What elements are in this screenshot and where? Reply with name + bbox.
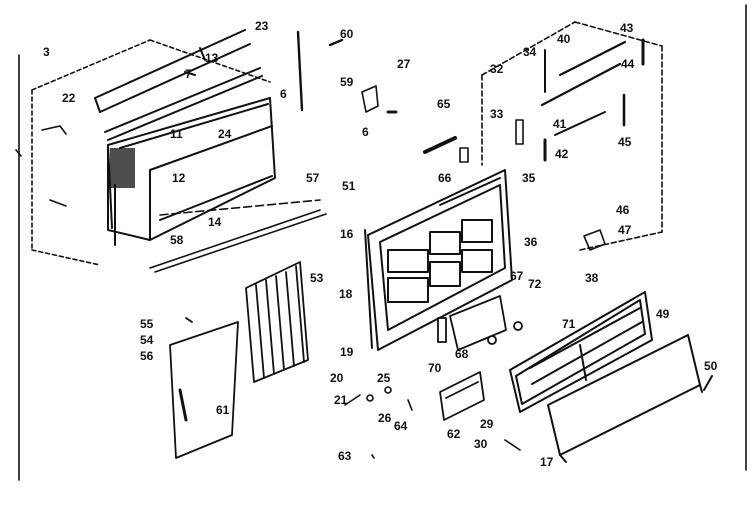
callout-label: 62 <box>447 427 461 441</box>
cabinet-wrapper <box>31 39 271 266</box>
long-rods <box>149 199 327 273</box>
callout-label: 42 <box>555 147 569 161</box>
callout-label: 68 <box>455 347 469 361</box>
louver-panel-71 <box>509 291 653 413</box>
callout-label: 23 <box>255 19 269 33</box>
callout-label: 71 <box>562 317 576 331</box>
callout-label: 53 <box>310 271 324 285</box>
callout-label: 32 <box>490 62 504 76</box>
callout-label: 38 <box>585 271 599 285</box>
callout-label: 24 <box>218 127 232 141</box>
callout-label: 29 <box>480 417 494 431</box>
callout-label: 54 <box>140 333 154 347</box>
control-bracket <box>437 295 523 351</box>
side-panel-outline <box>481 21 663 251</box>
callout-label: 13 <box>205 51 219 65</box>
top-rail-tubes <box>94 29 263 141</box>
filter-panel-53 <box>245 261 309 383</box>
side-curtain-61 <box>169 317 239 459</box>
panel-rods <box>515 38 645 251</box>
callout-label: 14 <box>208 215 222 229</box>
bracket-part-59 <box>361 85 379 113</box>
callout-label: 56 <box>140 349 154 363</box>
callout-label: 36 <box>524 235 538 249</box>
callout-label: 18 <box>339 287 353 301</box>
callout-label: 22 <box>62 91 76 105</box>
callout-label: 26 <box>378 411 392 425</box>
callout-label: 30 <box>474 437 488 451</box>
chassis-assembly <box>107 97 276 246</box>
callout-label: 43 <box>620 21 634 35</box>
callout-label: 66 <box>438 171 452 185</box>
callout-label: 61 <box>216 403 230 417</box>
callout-label: 70 <box>428 361 442 375</box>
callout-label: 19 <box>340 345 354 359</box>
callout-label: 6 <box>280 87 287 101</box>
callout-label: 7 <box>185 67 192 81</box>
side-bracket <box>41 125 67 207</box>
callout-label: 46 <box>616 203 630 217</box>
callout-label: 50 <box>704 359 718 373</box>
callout-label: 27 <box>397 57 411 71</box>
callout-label: 67 <box>510 269 524 283</box>
callout-label: 65 <box>437 97 451 111</box>
callout-label: 41 <box>553 117 567 131</box>
callout-label: 34 <box>523 45 537 59</box>
callout-label: 44 <box>621 57 635 71</box>
front-cover-49 <box>547 334 703 463</box>
left-border-line <box>15 54 22 481</box>
callout-label: 58 <box>170 233 184 247</box>
callout-label: 12 <box>172 171 186 185</box>
callout-label: 63 <box>338 449 352 463</box>
screw-part-50 <box>703 375 713 391</box>
callout-label: 11 <box>170 127 183 141</box>
callout-label: 45 <box>618 135 632 149</box>
callout-label: 25 <box>377 371 391 385</box>
callout-label: 17 <box>540 455 554 469</box>
callout-label: 59 <box>340 75 354 89</box>
callout-label: 51 <box>342 179 356 193</box>
callout-label: 3 <box>43 45 50 59</box>
rod-part-60 <box>296 30 344 112</box>
callout-label: 64 <box>394 419 408 433</box>
callout-label: 49 <box>656 307 670 321</box>
front-frame-assembly <box>364 169 513 351</box>
callout-label: 6 <box>362 125 369 139</box>
callout-label: 20 <box>330 371 344 385</box>
callout-label: 35 <box>522 171 536 185</box>
callout-label: 60 <box>340 27 354 41</box>
small-hardware <box>344 386 521 459</box>
control-knob-plate-62 <box>439 371 485 421</box>
callout-label: 16 <box>340 227 354 241</box>
callout-label: 72 <box>528 277 542 291</box>
callout-label: 57 <box>306 171 320 185</box>
callout-label: 47 <box>618 223 632 237</box>
tube-part-65 <box>423 136 457 154</box>
callout-label: 33 <box>490 107 504 121</box>
clip-part-66 <box>459 147 469 163</box>
callout-label: 21 <box>334 393 348 407</box>
callout-label: 55 <box>140 317 154 331</box>
callout-label: 40 <box>557 32 571 46</box>
